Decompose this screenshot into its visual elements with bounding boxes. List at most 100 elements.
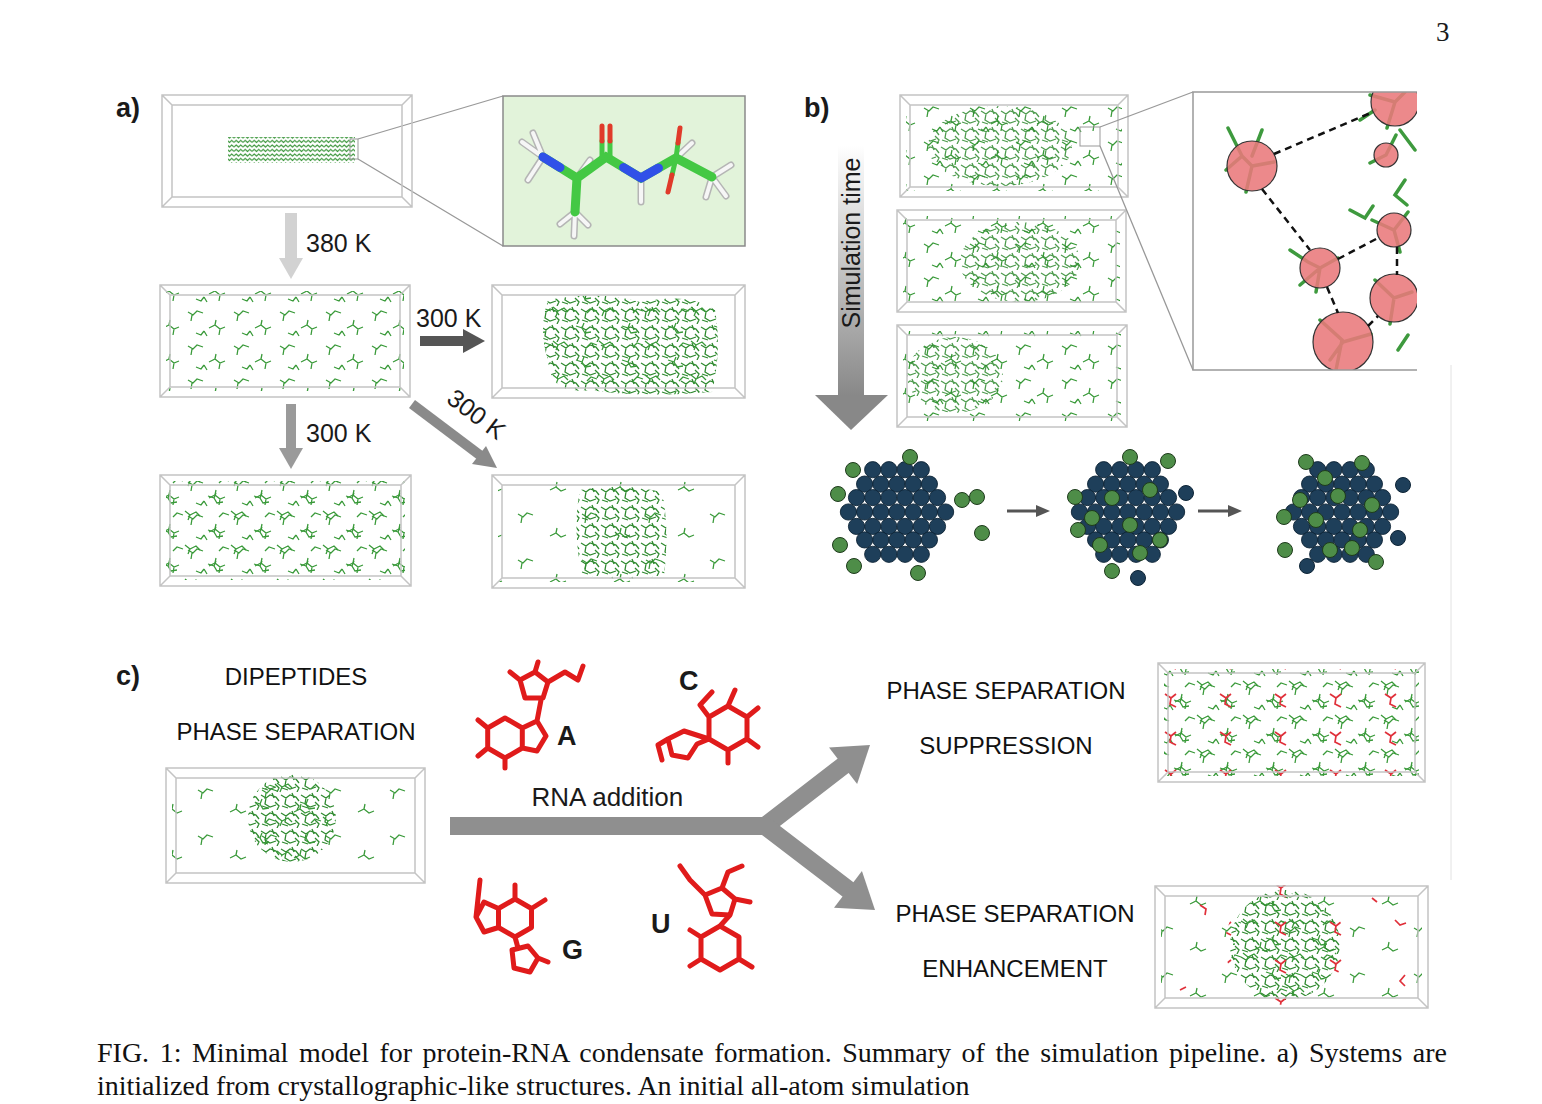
- peptide-condensate: [576, 486, 666, 578]
- dispersed-rna: [1164, 669, 1419, 776]
- peptide-cluster: [928, 106, 1072, 186]
- simulation-box: [897, 210, 1126, 312]
- bead-arrow: [1007, 505, 1050, 517]
- panel-letter: b): [804, 92, 829, 124]
- dipeptide-molecule: [522, 126, 731, 236]
- dispersed-peptides: [172, 774, 419, 877]
- nucleotide-label: G: [562, 934, 583, 966]
- zoom-lines: [358, 96, 503, 246]
- molecule-inset: [503, 96, 745, 246]
- panel-heading-node: PHASE SEPARATIONENHANCEMENT: [875, 885, 1430, 1010]
- simulation-box: [492, 285, 745, 398]
- dispersed-rna: [1180, 898, 1406, 990]
- bead: [1371, 92, 1417, 126]
- arrow-head: [463, 329, 485, 353]
- flow-arrow: [450, 826, 875, 910]
- bead-arrow: [1198, 505, 1242, 517]
- bead: [1374, 143, 1398, 167]
- simulation-box: [492, 475, 745, 588]
- figure-caption: FIG. 1: Minimal model for protein-RNA co…: [97, 1036, 1447, 1102]
- bead-cluster: [1068, 450, 1194, 586]
- peptide-droplet-overlay: [252, 778, 332, 858]
- bead: [1313, 312, 1373, 370]
- inset-border: [1193, 92, 1417, 370]
- peptide-condensate: [543, 295, 718, 394]
- arrow-shaft: [285, 213, 297, 259]
- dispersed-peptides: [903, 331, 1121, 421]
- uracil-nucleotide: [680, 866, 752, 970]
- simulation-box: [162, 95, 412, 207]
- carbonyl-bonds: [602, 141, 678, 175]
- simulation-box: [166, 768, 425, 883]
- carbon-bonds: [543, 157, 712, 212]
- flow-arrow: [450, 745, 870, 826]
- arrow-shaft: [450, 765, 845, 826]
- bead-inset: [1193, 92, 1417, 370]
- bead-cluster: [1277, 455, 1411, 574]
- arrow-head: [279, 448, 303, 469]
- simulation-box: [160, 285, 410, 397]
- page-number: 3: [1436, 16, 1450, 48]
- hydrogen-bonds: [522, 133, 731, 236]
- temperature-label: 300 K: [416, 303, 481, 333]
- coarse-beads: [1227, 92, 1417, 370]
- panel-letter: a): [116, 92, 140, 124]
- nucleotide-label: U: [651, 908, 671, 940]
- zoom-lines: [1100, 92, 1193, 370]
- guanine-nucleotide: [476, 880, 548, 972]
- arrow-shaft: [286, 404, 296, 449]
- node-subheading: PHASE SEPARATION: [174, 717, 418, 747]
- node-subheading: SUPPRESSION: [884, 731, 1128, 761]
- panel-heading-node: DIPEPTIDES PHASE SEPARATION: [165, 660, 450, 888]
- arrow-shaft: [450, 826, 850, 891]
- axis-label: Simulation time: [836, 158, 866, 329]
- dispersed-peptides: [1164, 669, 1419, 776]
- peptide-droplet: [248, 774, 336, 862]
- peptide-condensate-overlay: [543, 295, 718, 394]
- temperature-label: 300 K: [306, 418, 371, 448]
- arrow-300k-right: [420, 329, 485, 353]
- zoom-square: [350, 139, 358, 159]
- arrow-head: [472, 446, 497, 468]
- simulation-box: [1155, 886, 1428, 1008]
- dispersed-peptides: [166, 481, 405, 580]
- bead: [1227, 141, 1277, 191]
- arrow-head: [834, 871, 875, 910]
- cytosine-nucleotide: [658, 690, 758, 763]
- simulation-box: [897, 325, 1127, 427]
- temperature-label: 380 K: [306, 228, 371, 258]
- simulation-box: [900, 95, 1128, 197]
- peptide-cluster: [907, 337, 1003, 413]
- panel-heading-node: PHASE SEPARATION SUPPRESSION: [870, 662, 1430, 784]
- nitrogen-bonds: [543, 157, 659, 178]
- arrow-head: [815, 395, 888, 430]
- dispersed-peptides: [498, 481, 739, 582]
- node-heading: DIPEPTIDES: [174, 662, 418, 692]
- nucleotide-label: A: [557, 720, 577, 752]
- node-heading: PHASE SEPARATION: [884, 676, 1128, 706]
- bead-cluster: [831, 450, 990, 581]
- simulation-time-arrow: [815, 145, 888, 430]
- arrow-300k-down: [279, 404, 303, 469]
- crystal-lattice: [228, 137, 355, 163]
- hydrogen-bonds-outline: [522, 133, 731, 236]
- zoom-square: [1080, 127, 1100, 146]
- dispersed-peptides: [166, 291, 404, 391]
- dispersed-peptides: [906, 101, 1122, 191]
- arrow-head: [829, 745, 870, 784]
- bead: [1300, 248, 1340, 288]
- bead-network: [1262, 112, 1397, 326]
- arrow-shaft: [420, 336, 464, 346]
- simulation-box: [1158, 663, 1425, 782]
- dispersed-peptides: [166, 481, 405, 580]
- node-subheading: ENHANCEMENT: [893, 954, 1137, 984]
- adenine-nucleotide: [478, 662, 583, 768]
- edge-label: RNA addition: [530, 782, 686, 812]
- arrow-head: [279, 258, 303, 279]
- bead: [1377, 213, 1411, 247]
- inset-ground: [1193, 92, 1417, 370]
- nucleotide-label: C: [679, 665, 699, 697]
